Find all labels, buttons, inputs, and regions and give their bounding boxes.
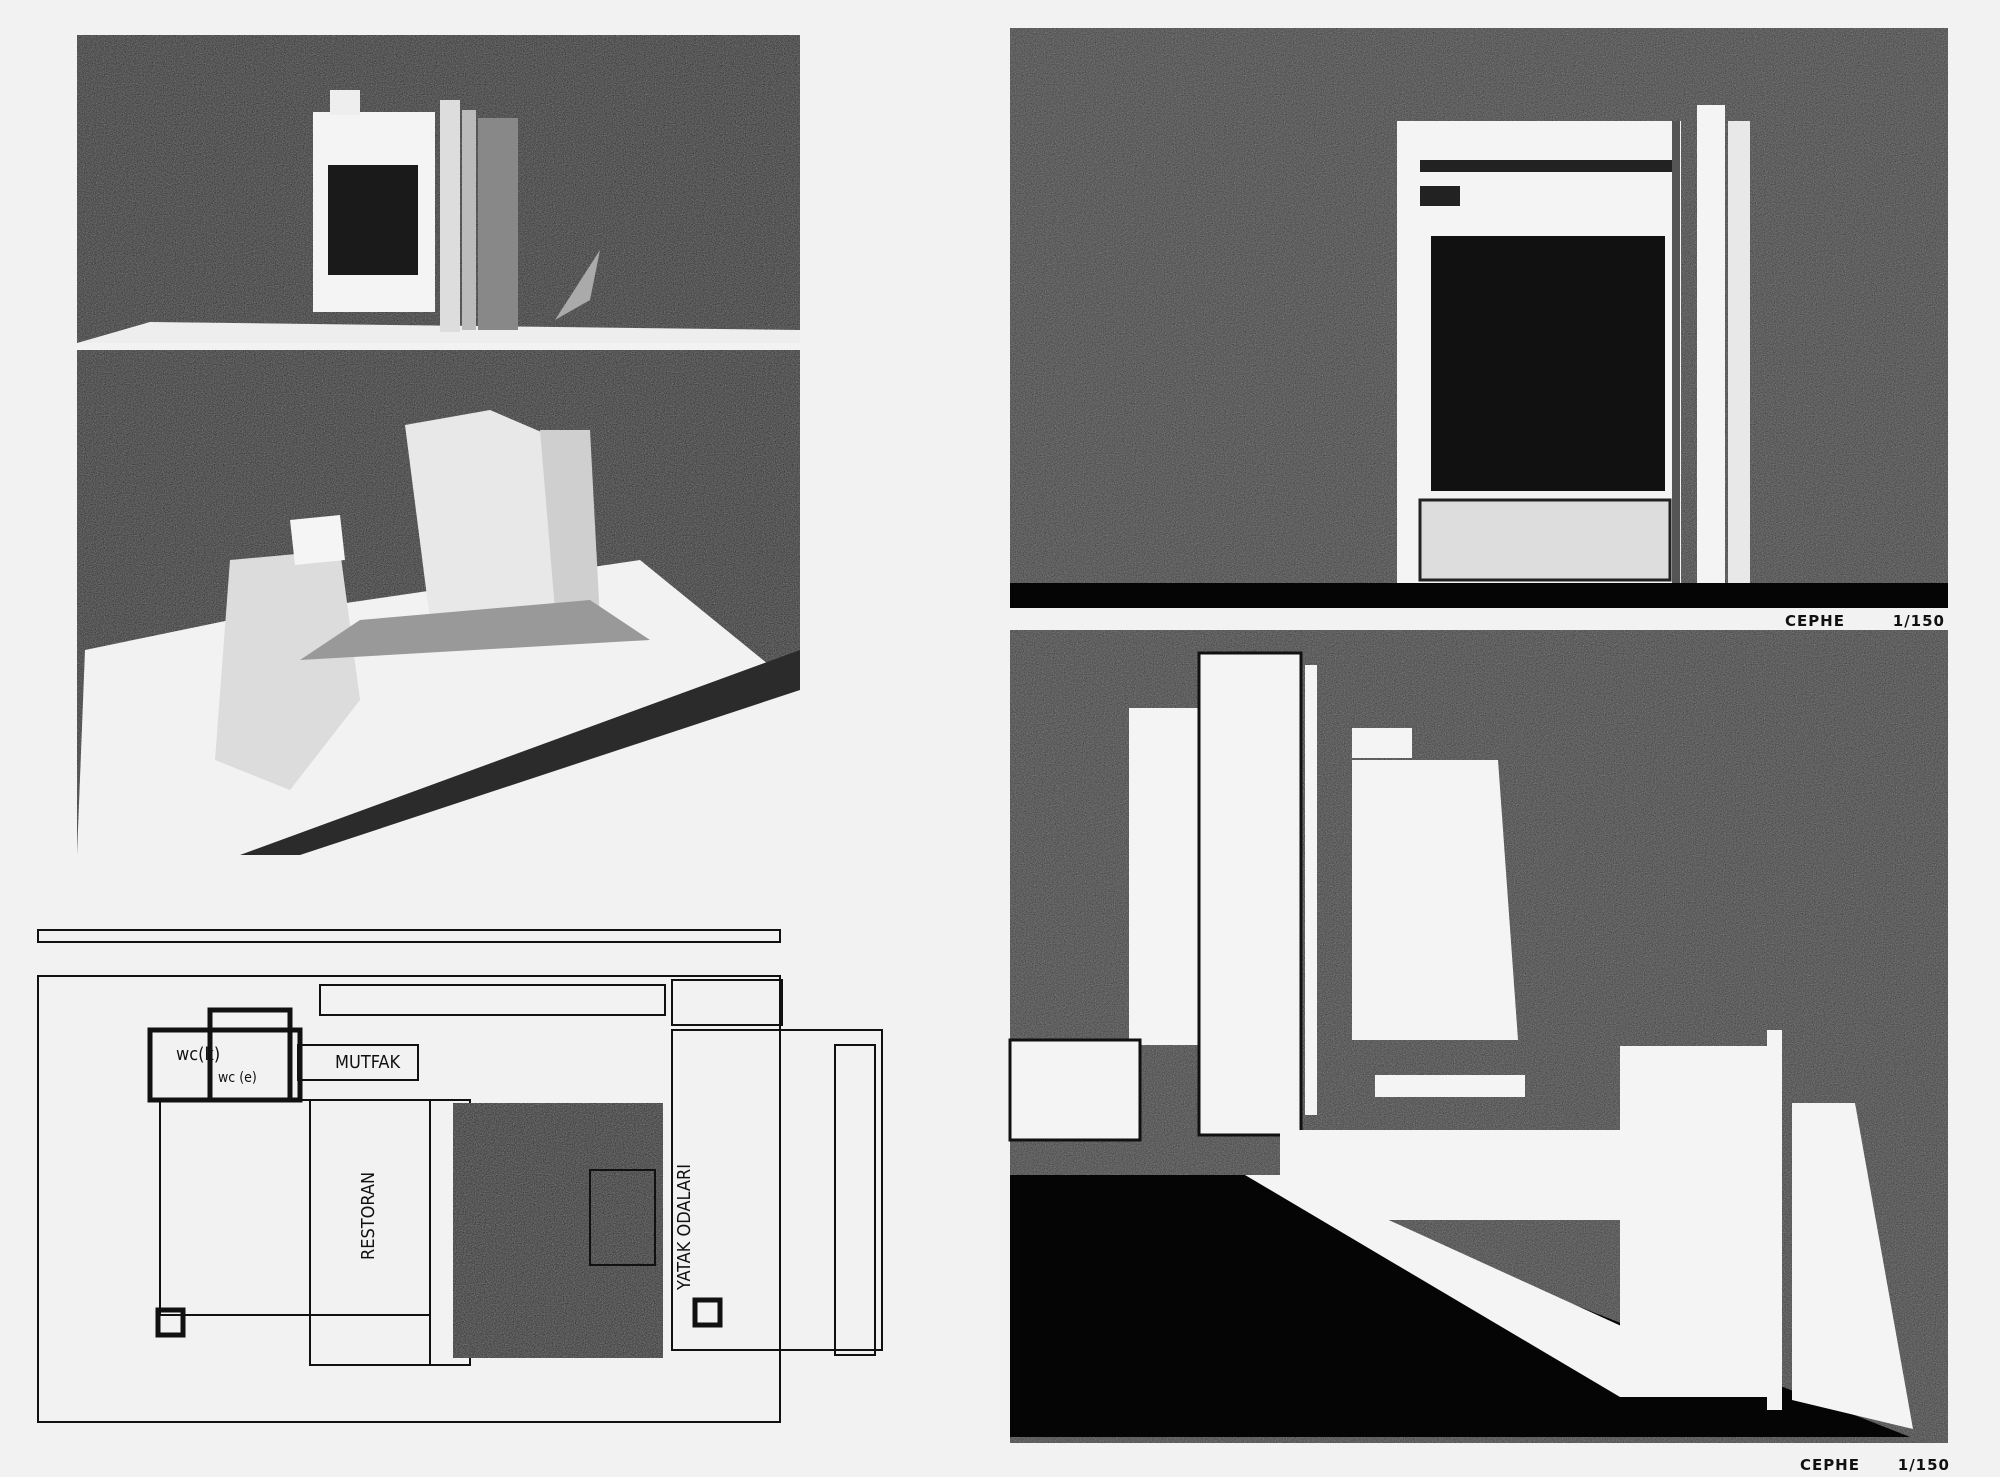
elevation-top: CEPHE 1/150	[1010, 28, 1948, 630]
elevation-bottom: CEPHE 1/150	[1008, 630, 1950, 1474]
plan-label-wc-e: wc (e)	[218, 1070, 257, 1086]
elevation-top-caption: CEPHE	[1785, 612, 1845, 630]
floor-plan: wc(k) wc (e) MUTFAK RESTORAN YATAK ODALA…	[37, 929, 883, 1423]
plan-label-wc-k: wc(k)	[176, 1044, 220, 1065]
elevation-top-scale: 1/150	[1893, 612, 1945, 630]
elevation-bottom-scale: 1/150	[1898, 1456, 1950, 1474]
model-photo-front	[77, 35, 800, 343]
plan-label-bedrooms: YATAK ODALARI	[674, 1164, 695, 1291]
elevation-bottom-caption: CEPHE	[1800, 1456, 1860, 1474]
plan-label-kitchen: MUTFAK	[335, 1052, 400, 1073]
model-photo-aerial	[77, 350, 800, 855]
plan-label-restaurant: RESTORAN	[358, 1172, 379, 1260]
